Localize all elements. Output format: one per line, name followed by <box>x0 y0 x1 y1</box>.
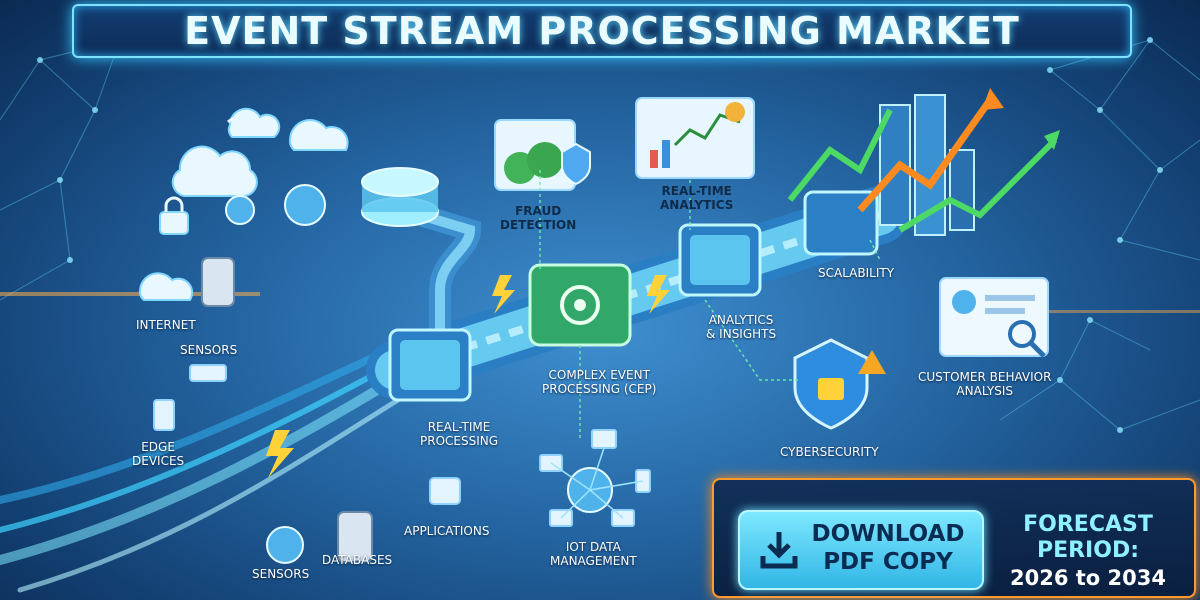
label-cep: COMPLEX EVENT PROCESSING (CEP) <box>542 368 657 396</box>
label-realtime-analytics: REAL-TIME ANALYTICS <box>660 184 734 212</box>
globe-icon <box>284 184 326 226</box>
cloud-icon <box>227 107 281 138</box>
shield-icon <box>561 142 591 186</box>
label-scalability: SCALABILITY <box>818 266 895 280</box>
main-pipe <box>366 186 909 399</box>
lightning-icon <box>266 275 670 478</box>
page-title: EVENT STREAM PROCESSING MARKET <box>184 9 1020 53</box>
money-bag-icon <box>494 119 591 191</box>
label-realtime-processing: REAL-TIME PROCESSING <box>420 420 499 448</box>
wifi-icon <box>226 114 260 130</box>
application-icon <box>429 477 461 505</box>
growth-chart <box>787 88 1060 236</box>
label-databases: DATABASES <box>322 553 393 567</box>
data-stream <box>0 341 404 504</box>
data-stream <box>0 347 423 533</box>
data-stream <box>17 377 433 593</box>
label-sensors-top: SENSORS <box>180 343 238 357</box>
forecast-label: FORECAST PERIOD: <box>1023 512 1153 563</box>
label-iot: IOT DATA MANAGEMENT <box>550 540 637 568</box>
database-icon <box>201 257 373 563</box>
shield-icon <box>793 338 886 430</box>
cloud-icon <box>171 145 258 197</box>
router-icon <box>189 364 227 382</box>
server-icon <box>591 429 617 449</box>
block-realtime-processing <box>388 328 472 402</box>
block-cep <box>528 263 632 347</box>
chart-icon <box>635 97 755 179</box>
download-pdf-label[interactable]: DOWNLOAD PDF COPY <box>811 521 965 575</box>
globe-icon <box>266 526 304 564</box>
gear-icon <box>560 285 600 325</box>
label-internet: INTERNET <box>136 318 196 332</box>
label-analytics-insights: ANALYTICS & INSIGHTS <box>706 313 777 341</box>
label-cybersecurity: CYBERSECURITY <box>780 445 879 459</box>
data-stream <box>0 365 415 565</box>
user-profile-icon <box>939 277 1049 358</box>
label-applications: APPLICATIONS <box>404 524 490 538</box>
hub-cylinder <box>361 167 439 227</box>
label-edge-devices: EDGE DEVICES <box>132 440 185 468</box>
block-analytics <box>678 223 762 297</box>
title-banner: EVENT STREAM PROCESSING MARKET <box>72 4 1132 58</box>
cloud-icon <box>138 272 194 301</box>
lock-icon <box>159 196 189 235</box>
globe-icon <box>225 195 255 225</box>
forecast-range: 2026 to 2034 <box>1010 566 1166 590</box>
cloud-icon <box>288 119 349 151</box>
download-icon <box>760 532 798 569</box>
label-fraud: FRAUD DETECTION <box>500 204 577 232</box>
label-sensors-bottom: SENSORS <box>252 567 310 581</box>
phone-icon <box>153 399 175 431</box>
label-customer-behavior: CUSTOMER BEHAVIOR ANALYSIS <box>918 370 1052 398</box>
